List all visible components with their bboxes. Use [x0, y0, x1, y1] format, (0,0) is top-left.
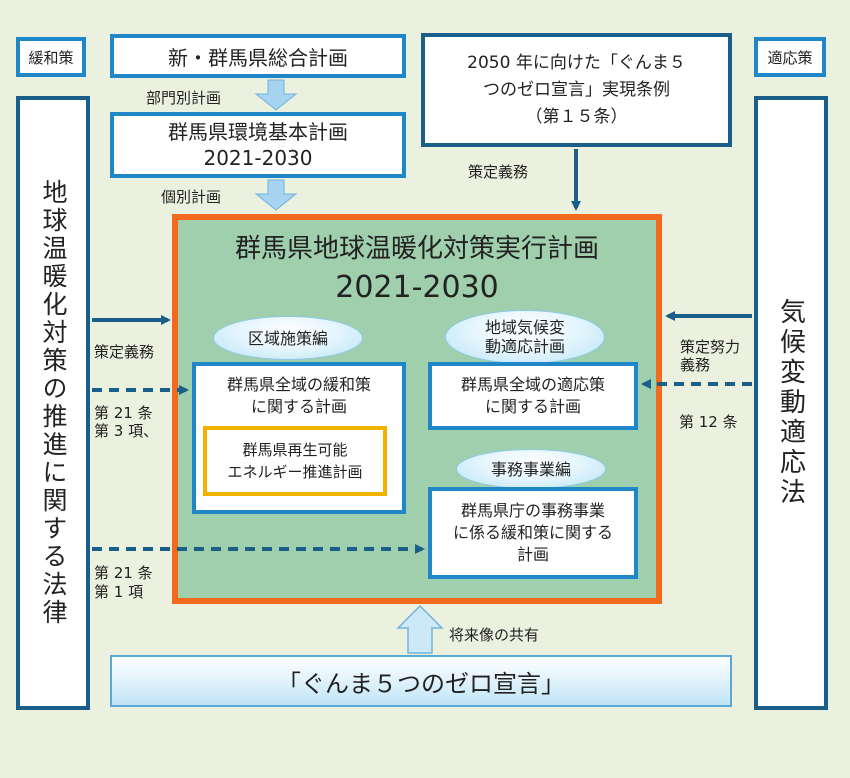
renewable-line1: 群馬県再生可能 — [242, 441, 348, 459]
arrow-comprehensive-to-environment — [254, 79, 298, 111]
regional-adaptation-tag: 地域気候変 動適応計画 — [445, 310, 605, 364]
arrow-environment-to-main — [254, 179, 298, 211]
ordinance-duty-label: 策定義務 — [468, 163, 529, 181]
adaptation-box-line1: 群馬県全域の適応策 — [460, 375, 605, 394]
main-plan-title: 群馬県地球温暖化対策実行計画 — [234, 234, 599, 264]
adaptation-tag-text: 適応策 — [767, 48, 813, 67]
right-effort-line2: 義務 — [680, 356, 711, 374]
individual-plan-label: 個別計画 — [161, 188, 222, 206]
renewable-energy-plan-box: 群馬県再生可能 エネルギー推進計画 — [203, 426, 387, 496]
mitigation-tag-text: 緩和策 — [28, 48, 74, 67]
arrow-declaration-to-main — [396, 604, 444, 654]
regional-mitigation-line1: 群馬県全域の緩和策 — [226, 375, 371, 394]
adaptation-tag-line1: 地域気候変 — [484, 318, 565, 337]
right-effort-line1: 策定努力 — [680, 338, 741, 356]
left-duty-label: 策定義務 — [94, 343, 155, 361]
ordinance-line1: 2050 年に向けた「ぐんま５ — [467, 52, 686, 73]
sector-plan-label: 部門別計画 — [146, 89, 222, 107]
left-law-text: 地球温暖化対策の推進に関する法律 — [39, 179, 68, 627]
ordinance-box: 2050 年に向けた「ぐんま５ つのゼロ宣言」実現条例 （第１５条） — [421, 33, 732, 147]
comprehensive-plan-text: 新・群馬県総合計画 — [168, 45, 348, 70]
art21-1-line2: 第 1 項 — [94, 583, 144, 601]
mitigation-tag: 緩和策 — [16, 37, 86, 77]
office-box-line2: に係る緩和策に関する — [452, 523, 613, 542]
right-law-box: 気候変動適応法 — [754, 96, 828, 710]
regional-measures-tag: 区域施策編 — [213, 316, 363, 360]
main-plan-years: 2021-2030 — [335, 270, 499, 305]
right-law-text: 気候変動適応法 — [775, 298, 806, 508]
art21-3-line1: 第 21 条 — [94, 404, 153, 422]
zero-declaration-banner: 「ぐんま５つのゼロ宣言」 — [110, 655, 732, 707]
adaptation-tag: 適応策 — [754, 37, 826, 77]
art21-3-line2: 第 3 項、 — [94, 422, 159, 440]
comprehensive-plan-box: 新・群馬県総合計画 — [110, 34, 406, 78]
art21-1-line1: 第 21 条 — [94, 564, 153, 582]
regional-adaptation-box: 群馬県全域の適応策 に関する計画 — [428, 362, 638, 430]
office-box-line3: 計画 — [516, 545, 549, 564]
art12-label: 第 12 条 — [679, 413, 738, 431]
regional-mitigation-line2: に関する計画 — [250, 397, 347, 416]
renewable-line2: エネルギー推進計画 — [227, 463, 363, 481]
shared-vision-label: 将来像の共有 — [449, 626, 540, 644]
left-law-box: 地球温暖化対策の推進に関する法律 — [16, 96, 90, 710]
ordinance-line3: （第１５条） — [525, 106, 628, 127]
zero-declaration-text: 「ぐんま５つのゼロ宣言」 — [277, 669, 565, 698]
office-operations-tag-text: 事務事業編 — [490, 459, 571, 479]
environment-plan-line1: 群馬県環境基本計画 — [168, 120, 348, 144]
adaptation-box-line2: に関する計画 — [484, 397, 581, 416]
adaptation-tag-line2: 動適応計画 — [484, 337, 565, 356]
office-box-line1: 群馬県庁の事務事業 — [460, 501, 605, 520]
office-mitigation-box: 群馬県庁の事務事業 に係る緩和策に関する 計画 — [428, 487, 638, 579]
environment-plan-line2: 2021-2030 — [203, 146, 313, 170]
regional-measures-tag-text: 区域施策編 — [247, 328, 328, 348]
environment-plan-box: 群馬県環境基本計画 2021-2030 — [110, 112, 406, 178]
ordinance-line2: つのゼロ宣言」実現条例 — [483, 79, 670, 100]
